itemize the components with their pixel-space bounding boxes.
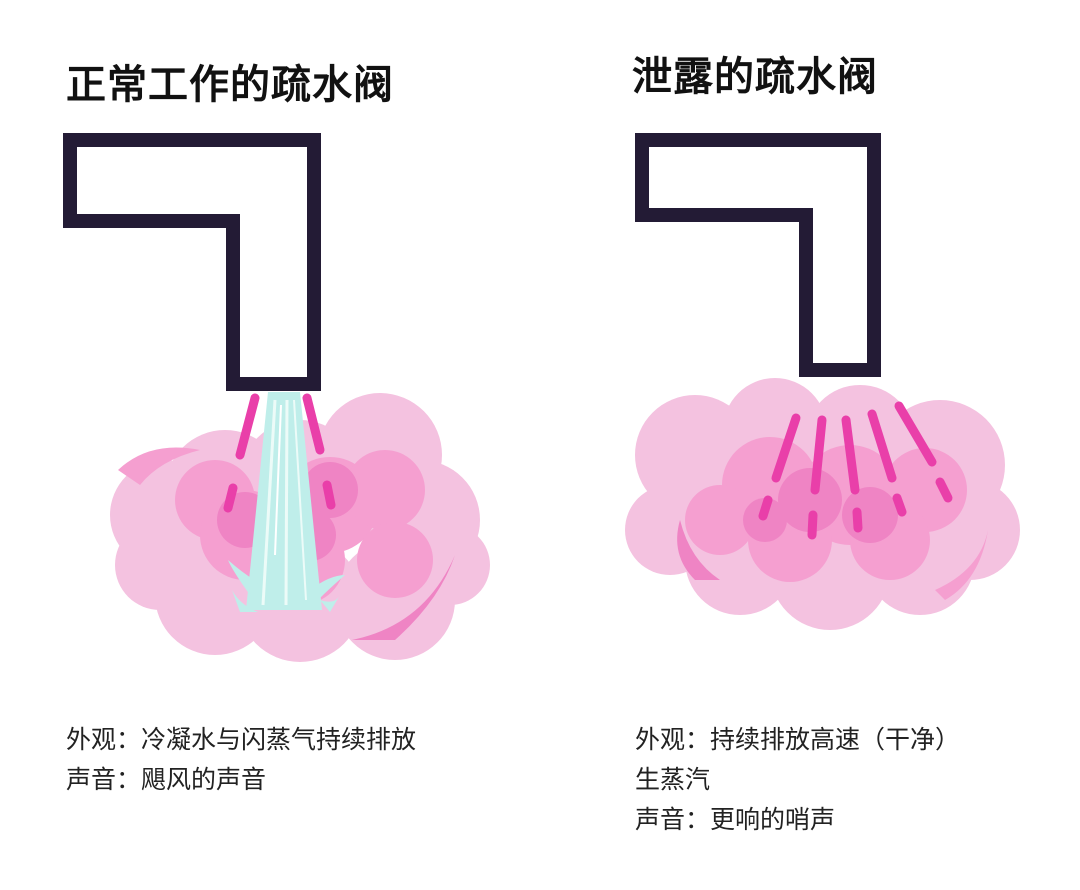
normal-trap-appearance: 外观：冷凝水与闪蒸气持续排放 (66, 725, 417, 754)
pipe-elbow-icon (635, 133, 881, 377)
live-steam-cloud-icon (625, 378, 1020, 630)
leaking-trap-description: 外观：持续排放高速（干净） 生蒸汽 声音：更响的哨声 (635, 720, 960, 840)
leaking-trap-sound: 声音：更响的哨声 (635, 805, 836, 834)
normal-trap-illustration (63, 133, 490, 662)
condensate-stream-icon (228, 392, 345, 612)
normal-trap-title: 正常工作的疏水阀 (66, 62, 394, 108)
leaking-trap-appearance-line2: 生蒸汽 (635, 765, 711, 794)
normal-trap-sound: 声音：飓风的声音 (66, 765, 267, 794)
normal-trap-panel: 正常工作的疏水阀 (63, 62, 490, 800)
normal-trap-description: 外观：冷凝水与闪蒸气持续排放 声音：飓风的声音 (66, 720, 416, 800)
pipe-elbow-icon (63, 133, 321, 391)
steam-streaks (758, 401, 953, 540)
leaking-trap-panel: 泄露的疏水阀 (540, 0, 1080, 890)
steam-streaks (223, 393, 336, 513)
leaking-trap-appearance-line1: 外观：持续排放高速（干净） (635, 725, 961, 754)
leaking-trap-title: 泄露的疏水阀 (632, 54, 878, 100)
leaking-trap-illustration (625, 133, 1020, 630)
